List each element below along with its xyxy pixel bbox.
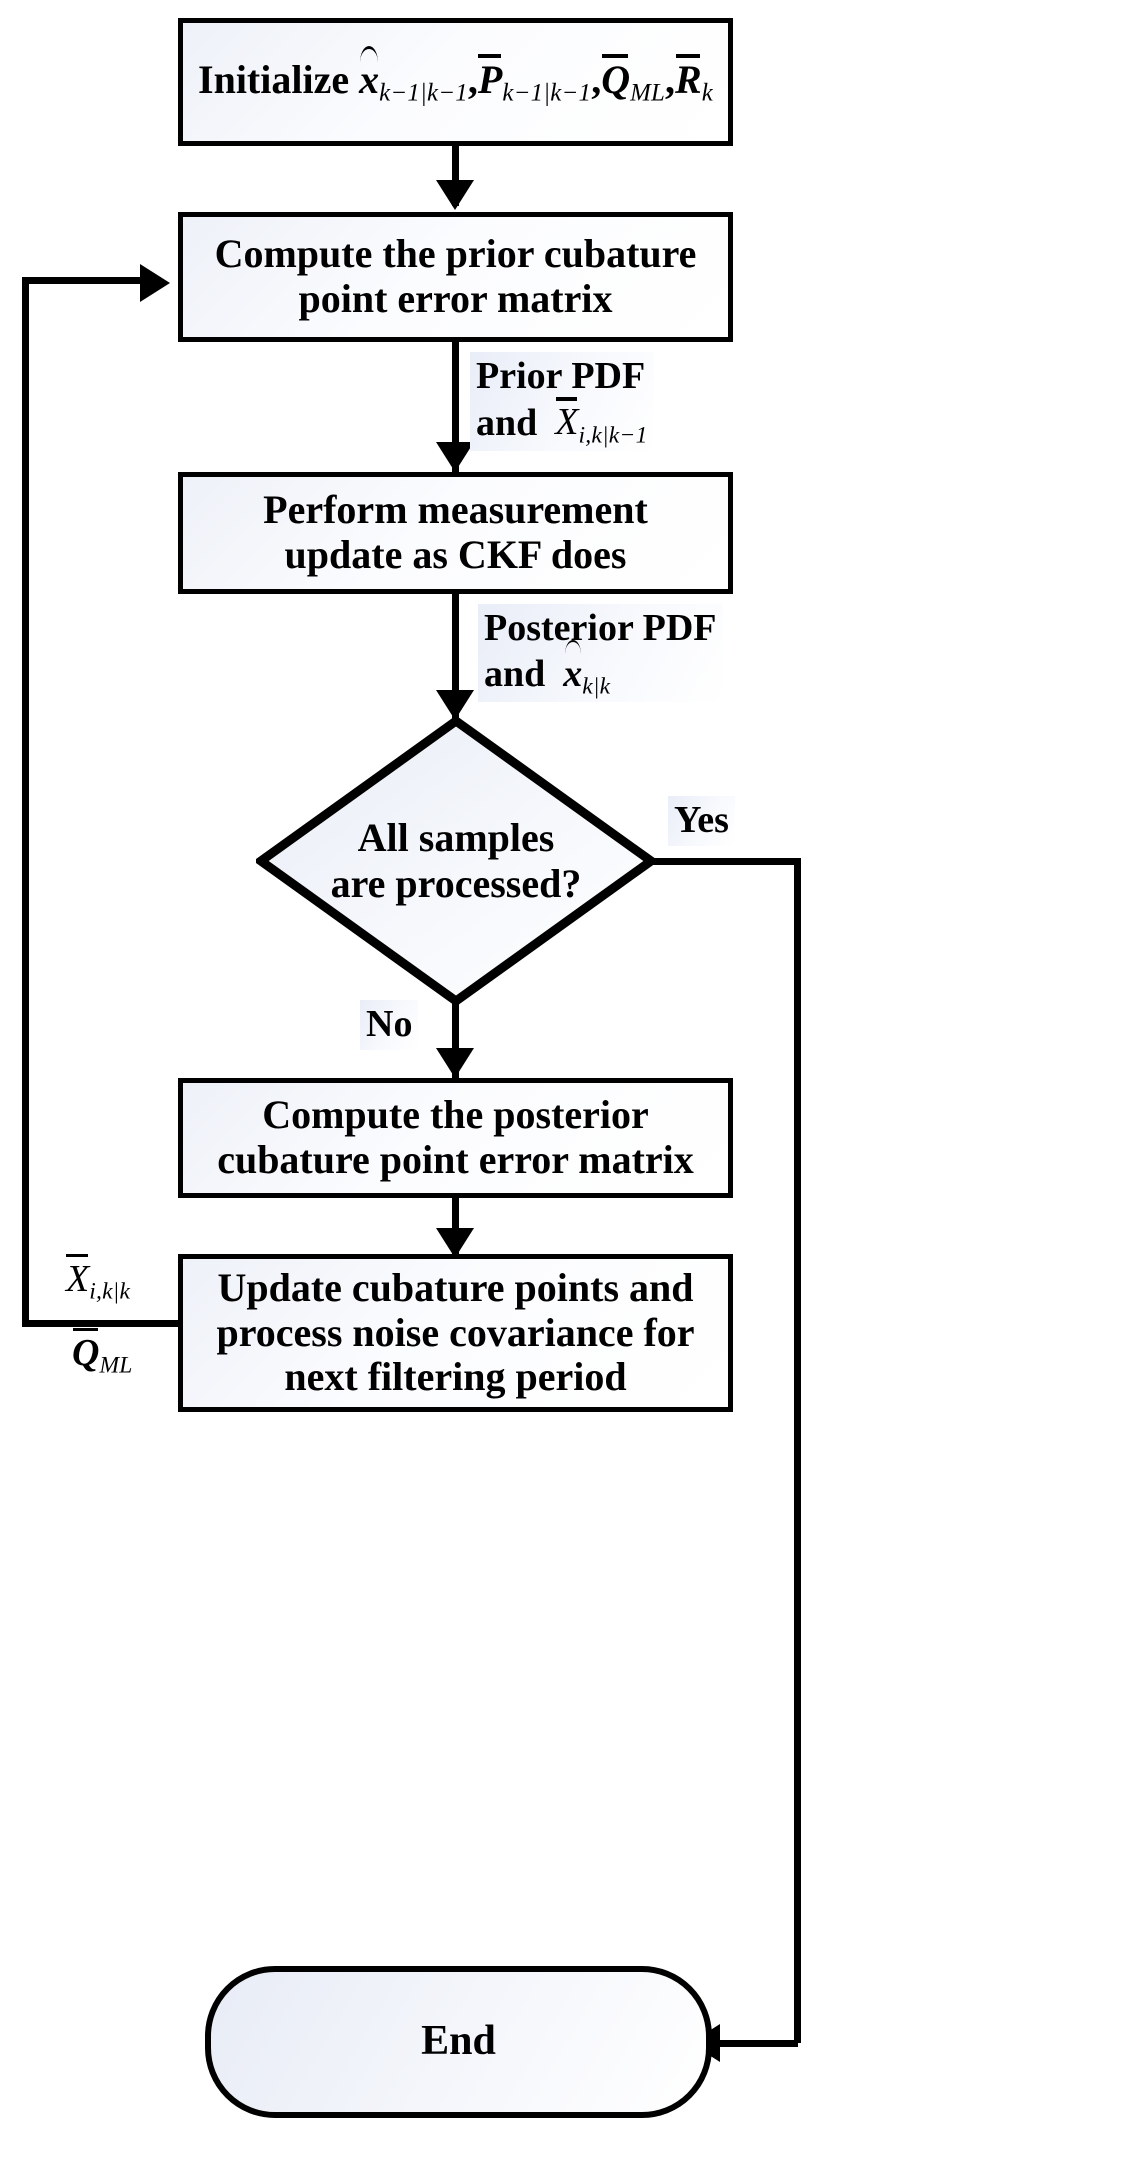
node-prior-cubature-line2: point error matrix <box>298 276 613 321</box>
node-measurement-update[interactable]: Perform measurement update as CKF does <box>178 472 733 594</box>
x-hat-subscript: k−1|k−1 <box>379 79 468 107</box>
arrowhead-measurement-to-decision <box>436 690 474 720</box>
arrowhead-no-to-posterior <box>436 1048 474 1078</box>
Q-bar-symbol: Q <box>601 54 631 102</box>
no-text: No <box>366 1003 413 1045</box>
prior-pdf-and: and <box>476 401 538 444</box>
comma-1: , <box>467 56 478 102</box>
yes-text: Yes <box>674 799 729 841</box>
edge-label-feedback-qbar: QML <box>72 1327 133 1380</box>
connector-yes-to-end <box>712 2040 798 2047</box>
connector-feedback-vertical <box>22 277 29 1327</box>
node-all-samples-processed[interactable]: All samples are processed? <box>256 716 656 1006</box>
connector-measurement-to-decision <box>452 594 459 719</box>
edge-label-feedback-xbar: Xi,k|k <box>66 1253 131 1306</box>
edge-label-prior-pdf-line2: and Xi,k|k−1 <box>476 397 648 450</box>
X-bar-symbol-feedback: X <box>66 1253 89 1302</box>
edge-label-prior-pdf: Prior PDF and Xi,k|k−1 <box>470 352 654 452</box>
node-posterior-cubature-line1: Compute the posterior <box>262 1092 649 1138</box>
connector-posterior-to-update <box>452 1198 459 1254</box>
arrowhead-feedback-to-prior <box>140 264 170 302</box>
x-hat-subscript-posterior: k|k <box>582 673 611 700</box>
node-update-cubature-line1: Update cubature points and <box>217 1264 694 1310</box>
edge-label-no: No <box>360 1000 419 1050</box>
R-bar-subscript: k <box>701 79 713 107</box>
edge-label-posterior-pdf-line1: Posterior PDF <box>484 607 717 649</box>
Q-bar-subscript-feedback: ML <box>99 1352 133 1379</box>
node-end-label: End <box>421 2018 496 2065</box>
node-prior-cubature[interactable]: Compute the prior cubature point error m… <box>178 212 733 342</box>
node-posterior-cubature[interactable]: Compute the posterior cubature point err… <box>178 1078 733 1198</box>
connector-prior-to-measurement <box>452 342 459 472</box>
comma-3: , <box>665 56 676 102</box>
P-bar-symbol: P <box>477 54 503 102</box>
connector-yes-vertical <box>794 858 801 2043</box>
posterior-pdf-and: and <box>484 652 546 695</box>
node-prior-cubature-line1: Compute the prior cubature <box>214 231 697 277</box>
node-update-cubature-line2: process noise covariance for <box>216 1309 695 1355</box>
initialize-word: Initialize <box>198 56 350 102</box>
node-update-cubature[interactable]: Update cubature points and process noise… <box>178 1254 733 1412</box>
x-hat-symbol-posterior: x <box>563 640 582 698</box>
x-hat-symbol: x <box>359 45 380 102</box>
Q-bar-symbol-feedback: Q <box>72 1327 99 1376</box>
X-bar-symbol-prior: X <box>555 397 579 446</box>
node-measurement-update-line2: update as CKF does <box>284 532 627 577</box>
X-bar-subscript-prior: i,k|k−1 <box>578 421 648 448</box>
decision-diamond-shape <box>256 716 656 1006</box>
comma-2: , <box>591 56 602 102</box>
edge-label-yes: Yes <box>668 796 735 846</box>
connector-yes-horizontal <box>651 858 801 865</box>
connector-feedback-top <box>22 277 142 284</box>
R-bar-symbol: R <box>675 54 702 102</box>
arrowhead-initialize-to-prior <box>436 180 474 210</box>
edge-label-prior-pdf-line1: Prior PDF <box>476 355 646 397</box>
node-update-cubature-line3: next filtering period <box>284 1354 627 1400</box>
node-measurement-update-line1: Perform measurement <box>263 487 648 533</box>
P-bar-subscript: k−1|k−1 <box>502 79 592 107</box>
X-bar-subscript-feedback: i,k|k <box>89 1278 131 1305</box>
arrowhead-posterior-to-update <box>436 1228 474 1258</box>
connector-feedback-bottom <box>22 1320 182 1327</box>
node-posterior-cubature-line2: cubature point error matrix <box>217 1137 694 1182</box>
node-end[interactable]: End <box>205 1966 712 2118</box>
Q-bar-subscript: ML <box>630 79 666 107</box>
connector-initialize-to-prior <box>452 146 459 206</box>
arrowhead-prior-to-measurement <box>436 442 474 472</box>
